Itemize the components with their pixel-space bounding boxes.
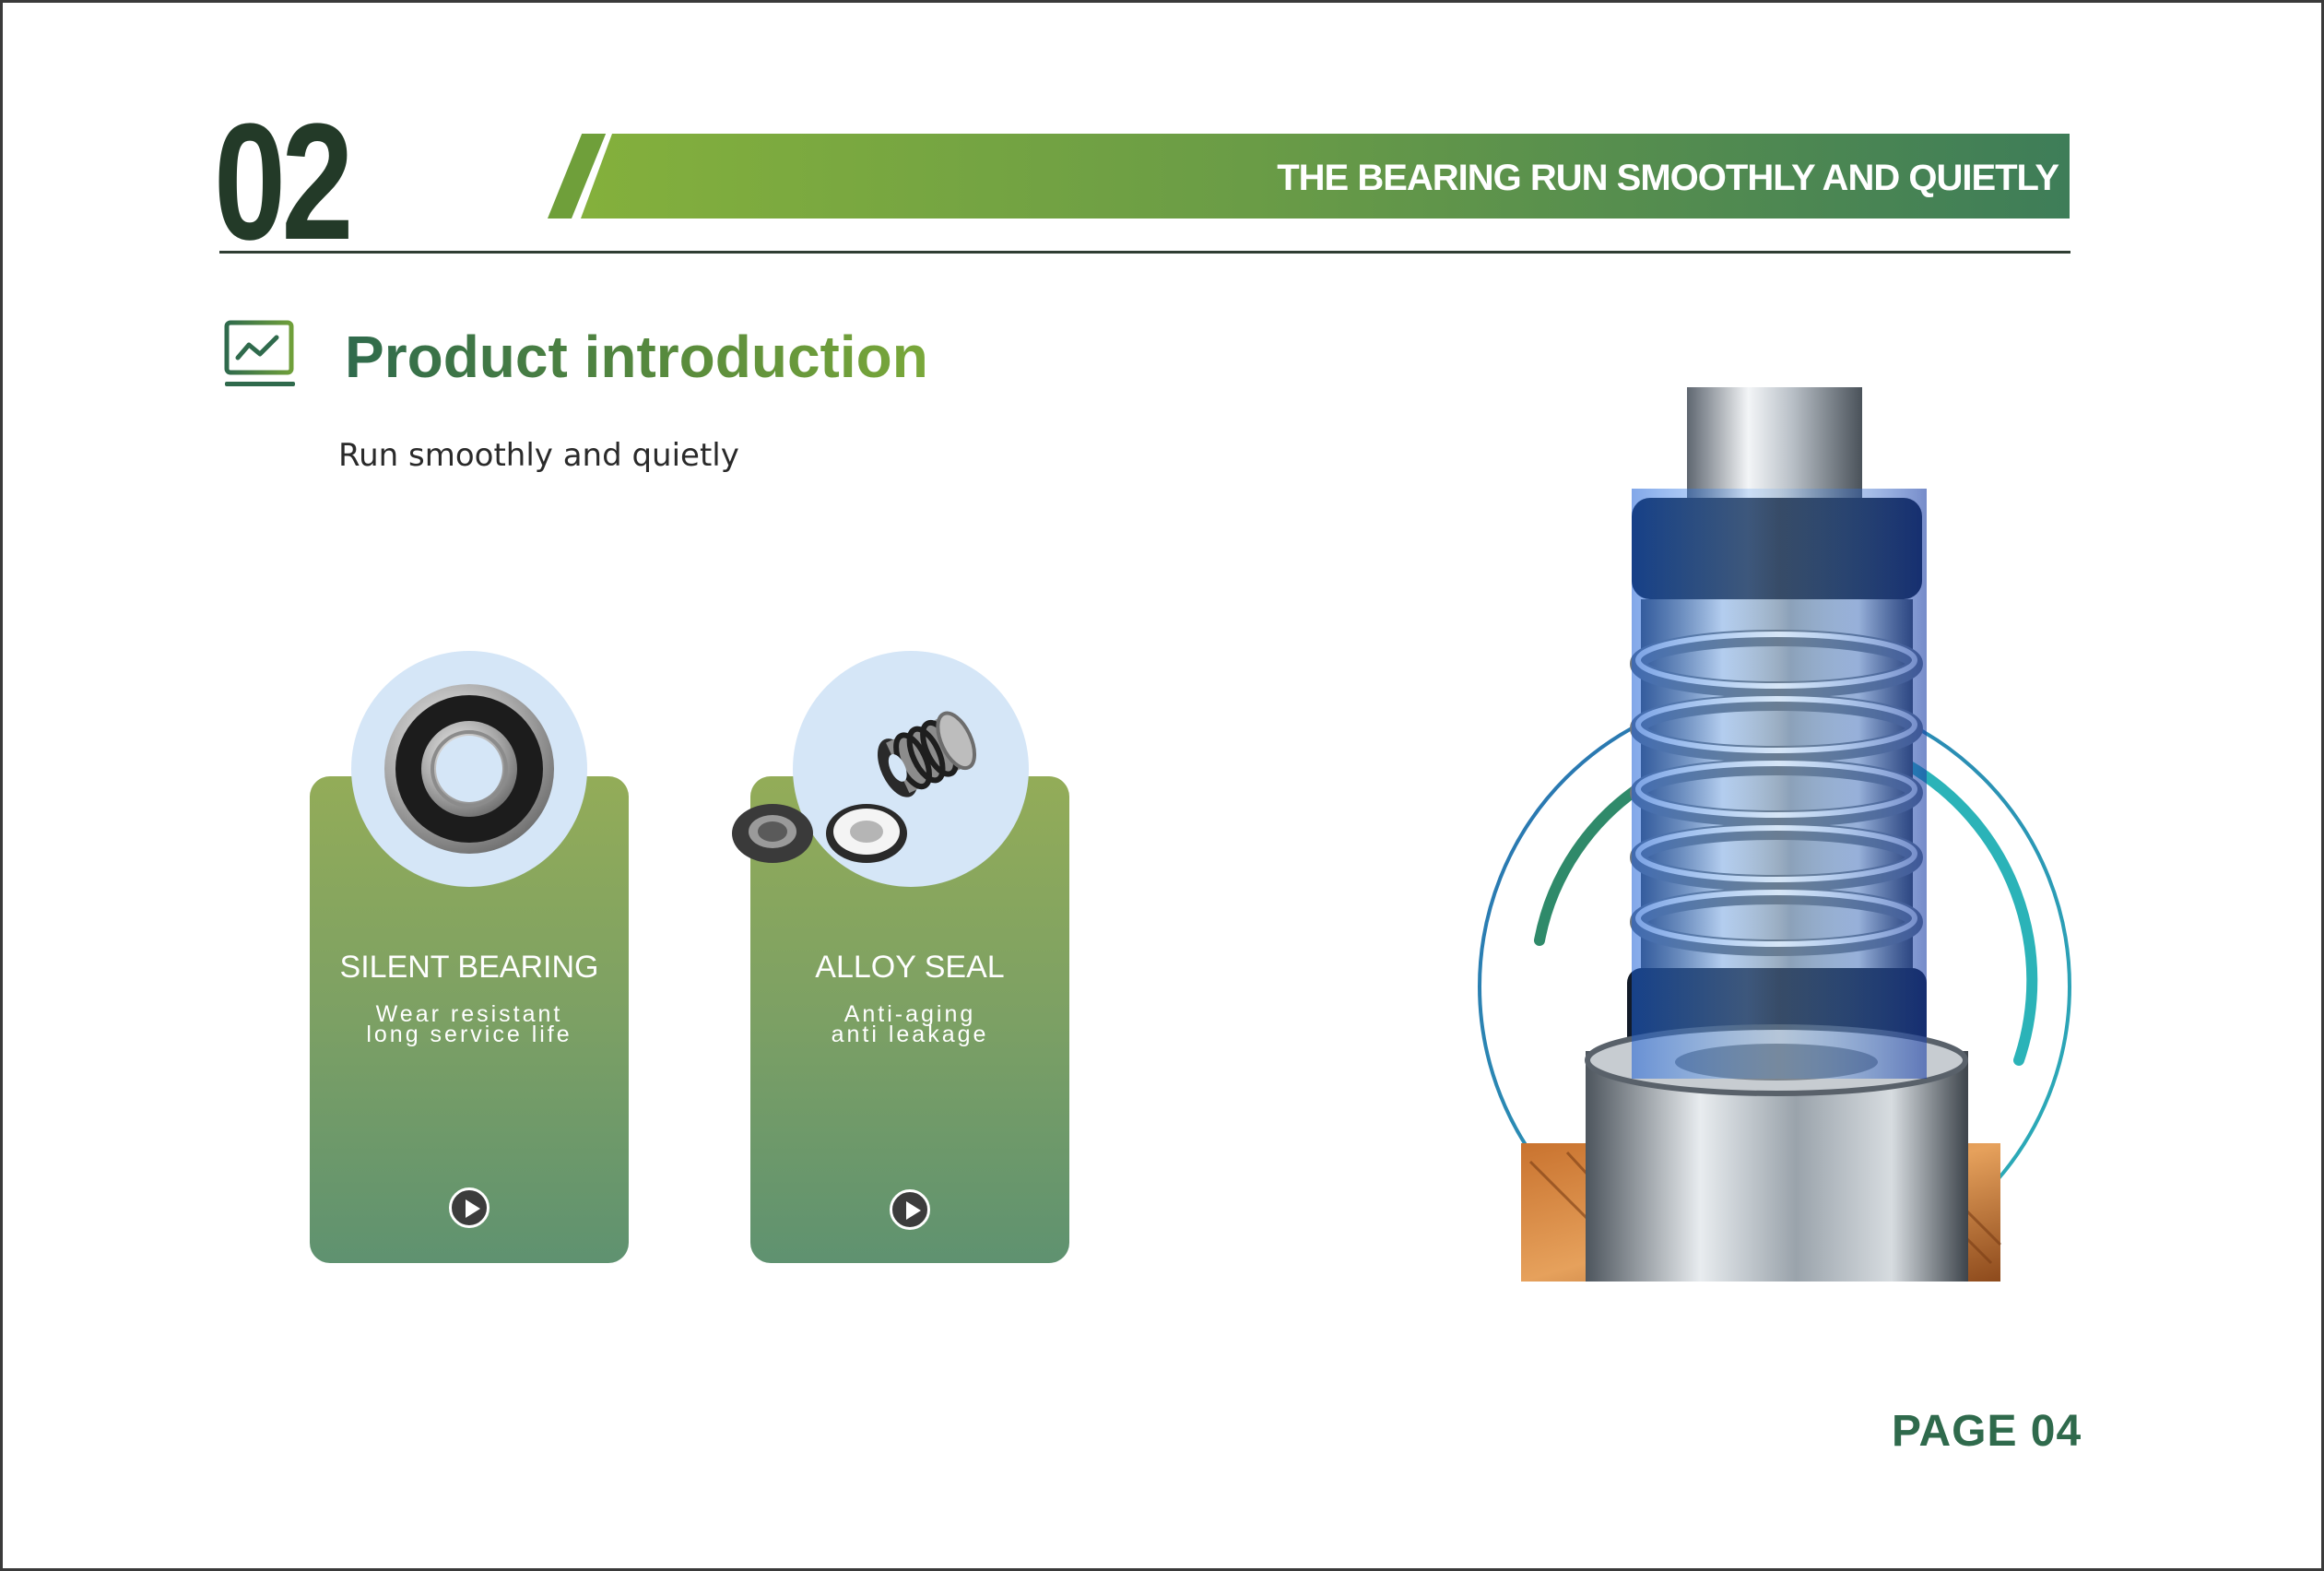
feature-title: SILENT BEARING xyxy=(339,950,599,985)
ball-bearing-icon xyxy=(384,684,554,854)
header-banner: THE BEARING RUN SMOOTHLY AND QUIETLY xyxy=(581,134,2070,219)
feature-title: ALLOY SEAL xyxy=(815,950,1005,985)
chart-monitor-icon xyxy=(224,320,295,386)
feature-description-line: Anti-aging xyxy=(843,1001,976,1027)
feature-image-circle xyxy=(351,651,587,887)
feature-description-line: anti leakage xyxy=(831,1022,989,1047)
mechanical-seal-icon xyxy=(878,711,977,797)
play-button[interactable] xyxy=(449,1187,490,1228)
seal-ring-parts-icon xyxy=(732,804,907,863)
header-divider xyxy=(219,251,2070,254)
page-number: PAGE 04 xyxy=(1892,1407,2082,1456)
feature-description-line: Wear resistant xyxy=(375,1001,563,1027)
section-heading: Product introduction xyxy=(345,324,928,390)
section-subtitle: Run smoothly and quietly xyxy=(338,437,739,474)
play-button[interactable] xyxy=(890,1189,930,1230)
banner-title: THE BEARING RUN SMOOTHLY AND QUIETLY xyxy=(1277,158,2059,198)
feature-description-line: long service life xyxy=(366,1022,572,1047)
shaft-seal-cutaway-icon xyxy=(1478,387,2071,1282)
section-number: 02 xyxy=(214,89,353,275)
